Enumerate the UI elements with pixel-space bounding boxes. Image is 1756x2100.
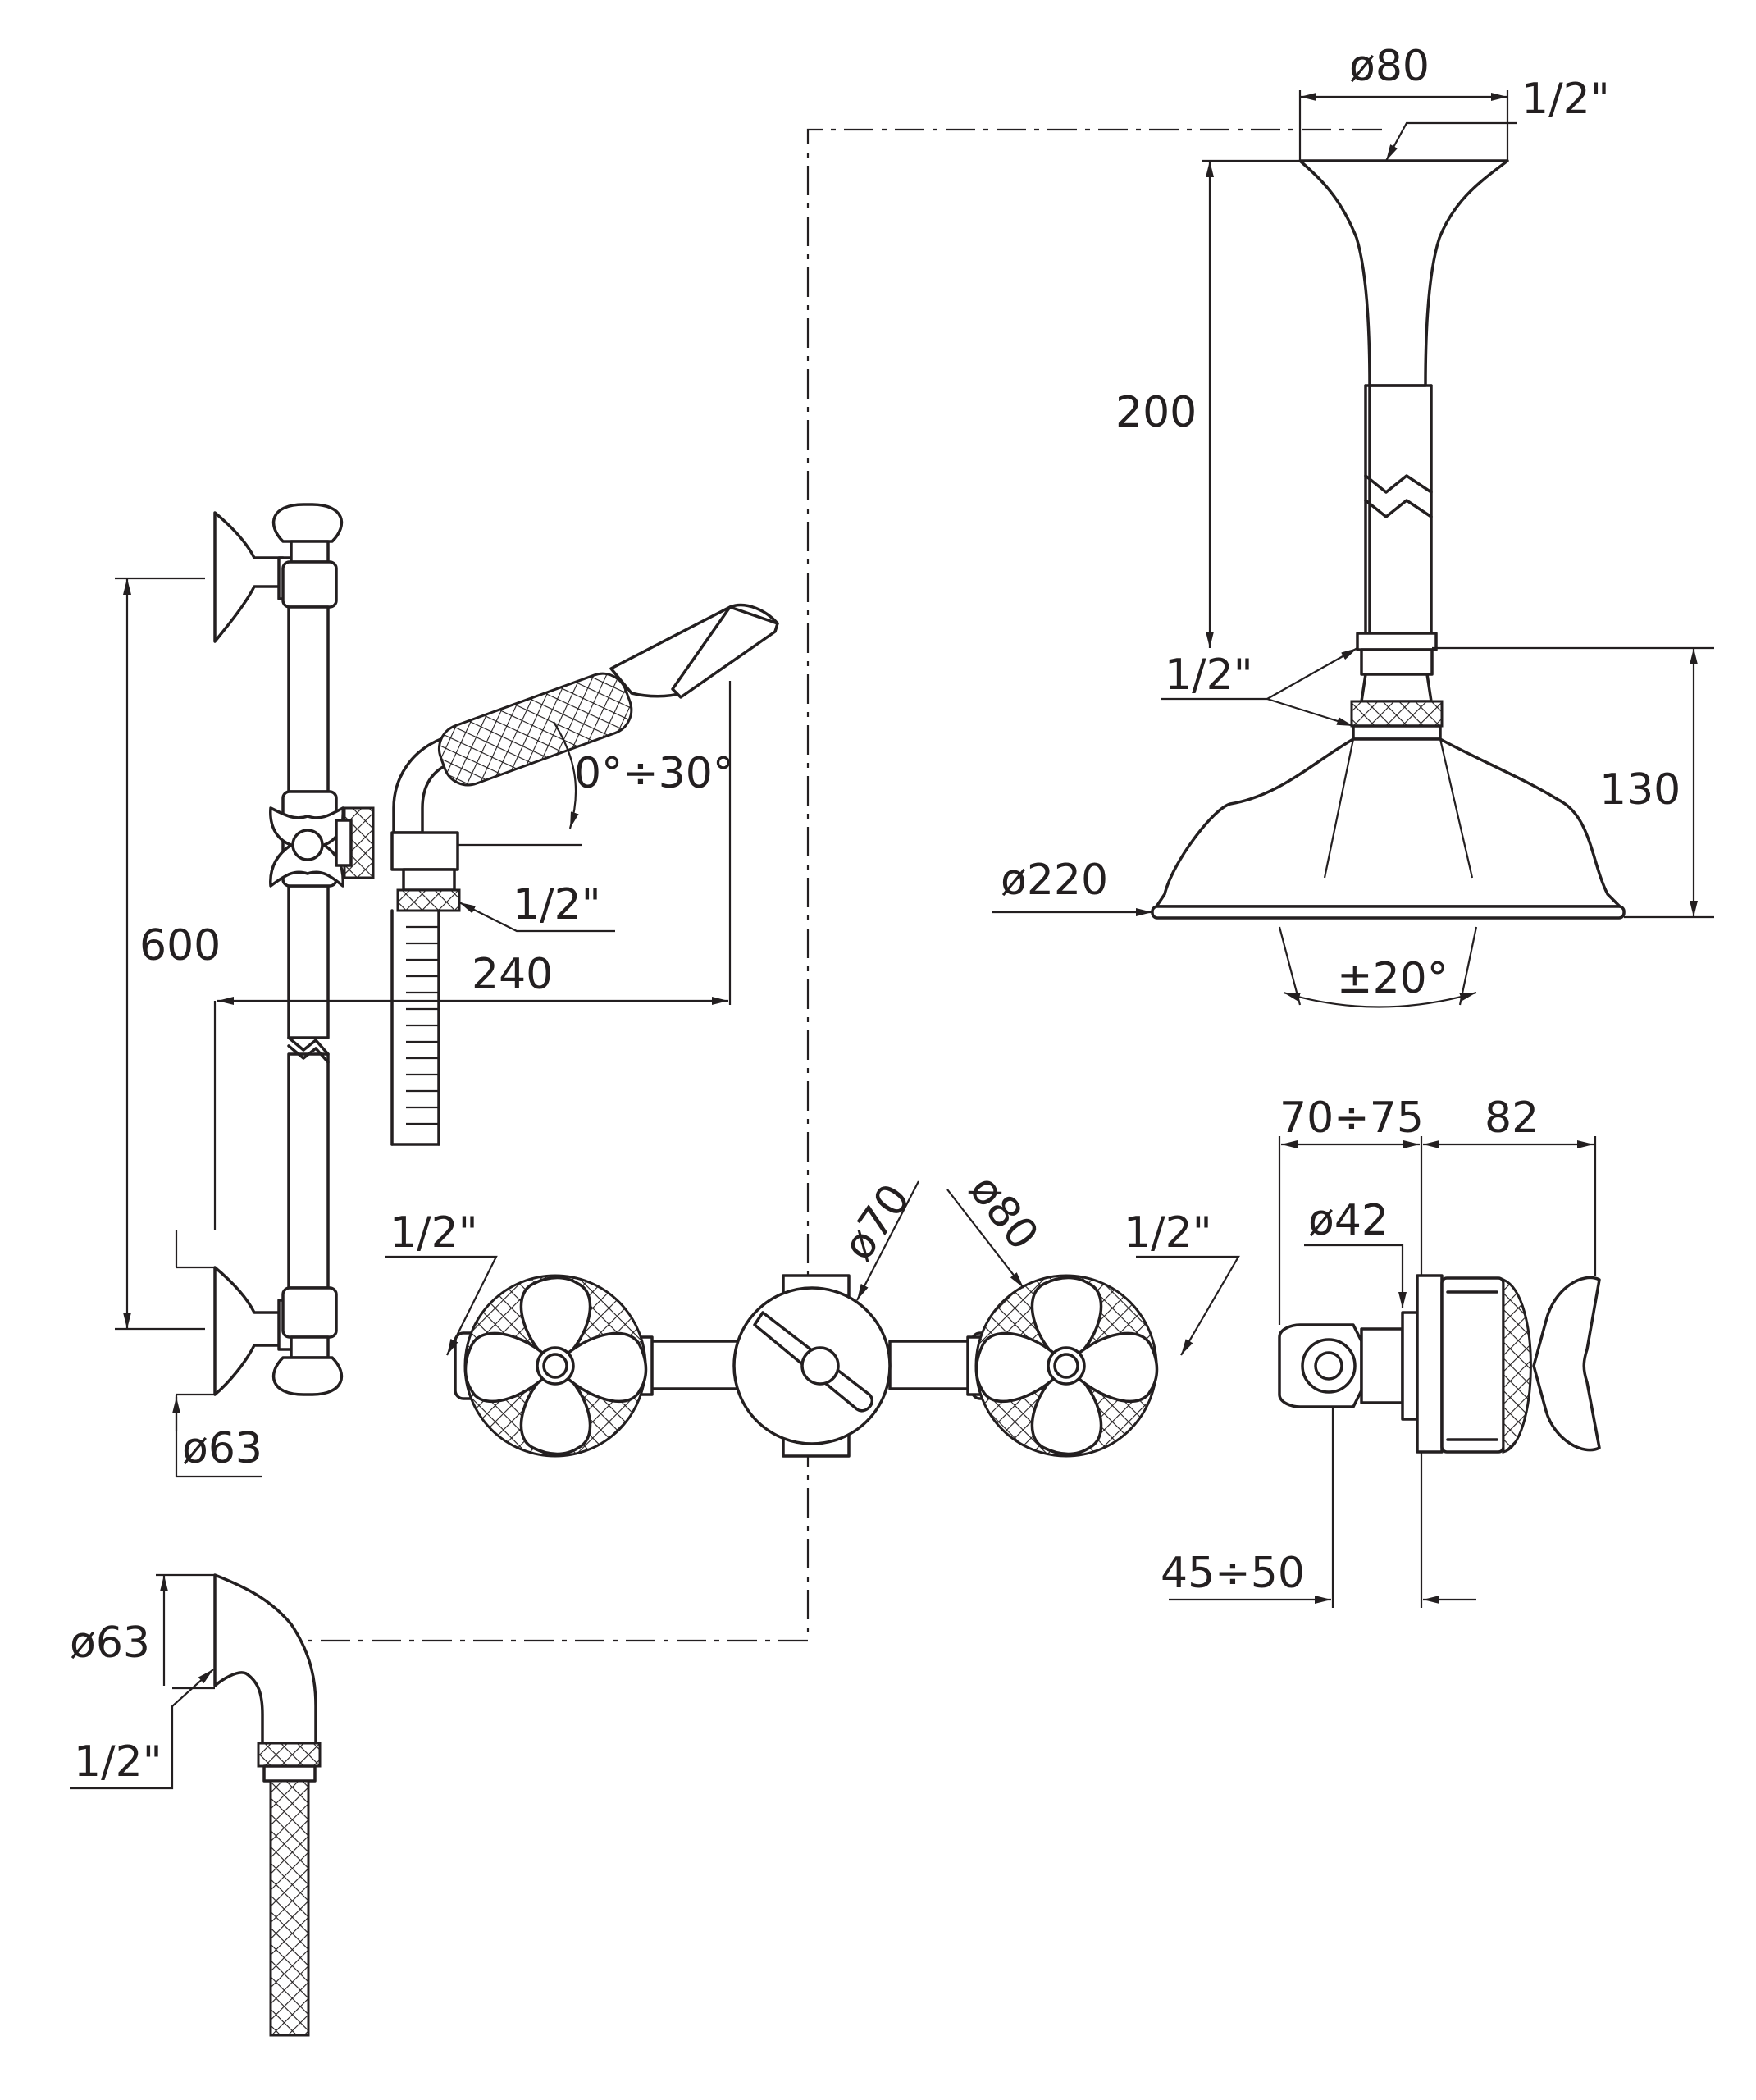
mixer-handle-diameter-label: ø80 — [960, 1166, 1048, 1259]
ceiling-arm-thread-label: 1/2" — [1521, 75, 1610, 124]
hand-shower — [390, 603, 779, 1146]
head-height-label: 130 — [1599, 765, 1681, 815]
slide-rail — [213, 503, 375, 1396]
right-handle-petals — [974, 1276, 1159, 1456]
ceiling-arm-length-label: 200 — [1115, 388, 1197, 437]
mixer-side-dims: 70÷75 82 ø42 45÷50 — [1161, 1093, 1597, 1608]
head-diameter-label: ø220 — [1001, 856, 1108, 905]
mixer-front — [454, 1274, 1159, 1458]
mixer-wall-offset-label: 45÷50 — [1161, 1549, 1305, 1598]
hand-shower-reach-label: 240 — [472, 950, 553, 999]
mixer-center-diameter-label: ø70 — [833, 1176, 919, 1270]
rail-length-label: 600 — [139, 921, 221, 970]
head-thread-label: 1/2" — [1165, 651, 1253, 700]
mixer-side — [1278, 1274, 1601, 1454]
wall-outlet-diameter-label: ø63 — [70, 1618, 150, 1668]
mixer-left-thread-label: 1/2" — [390, 1208, 478, 1258]
centerlines — [217, 128, 1382, 1642]
wall-outlet-thread-label: 1/2" — [74, 1737, 162, 1787]
rain-shower-head — [1151, 737, 1626, 920]
ceiling-flange-diameter-label: ø80 — [1349, 42, 1430, 91]
wall-outlet-dims: ø63 1/2" — [70, 1573, 215, 1790]
rail-dims: 600 ø63 0°÷30° 1/2" 240 — [115, 577, 734, 1478]
mixer-depth-body-label: 70÷75 — [1279, 1093, 1424, 1143]
mixer-spindle-diameter-label: ø42 — [1308, 1196, 1389, 1245]
hand-shower-tilt-label: 0°÷30° — [574, 749, 734, 798]
head-tilt-label: ±20° — [1337, 954, 1448, 1003]
left-handle-petals — [463, 1276, 648, 1456]
hand-shower-thread-label: 1/2" — [513, 880, 601, 929]
mixer-depth-handle-label: 82 — [1485, 1093, 1539, 1143]
wall-outlet — [213, 1573, 322, 2037]
mixer-right-thread-label: 1/2" — [1124, 1208, 1212, 1258]
ceiling-shower-arm — [1298, 159, 1509, 741]
rail-bracket-diameter-label: ø63 — [182, 1424, 262, 1473]
ceiling-dims: ø80 1/2" 200 130 1/2" ø220 ±20° — [992, 42, 1714, 1008]
